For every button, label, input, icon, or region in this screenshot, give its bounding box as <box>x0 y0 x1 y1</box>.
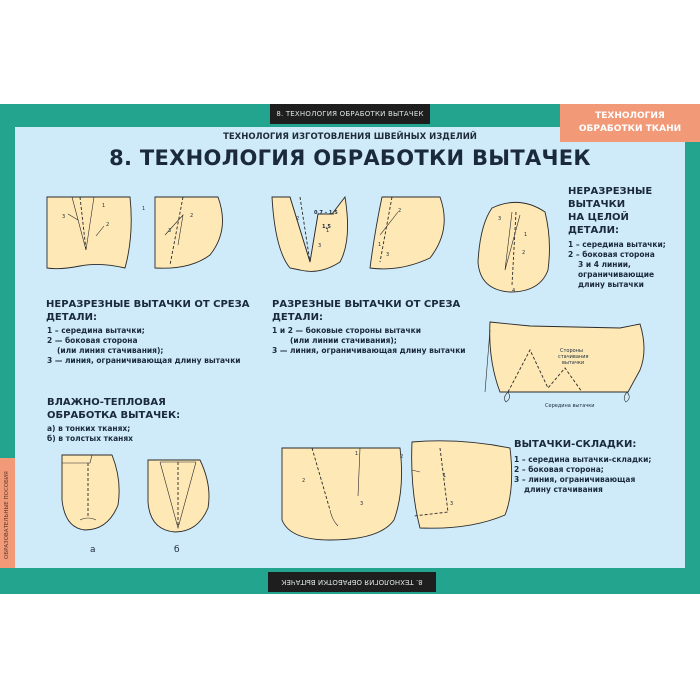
svg-text:3: 3 <box>450 501 453 507</box>
svg-text:3: 3 <box>386 252 389 258</box>
svg-text:2: 2 <box>302 478 305 484</box>
svg-text:2: 2 <box>106 222 109 228</box>
svg-text:1: 1 <box>326 228 329 234</box>
svg-text:4: 4 <box>512 288 515 294</box>
svg-text:1: 1 <box>142 206 145 212</box>
figure-cut-dart-2: 2 1 3 <box>369 196 445 270</box>
folds-list: 1 – середина вытачки-складки; 2 – бокова… <box>514 455 652 494</box>
uncut-edge-heading: НЕРАЗРЕЗНЫЕ ВЫТАЧКИ ОТ СРЕЗА ДЕТАЛИ: <box>46 299 250 323</box>
svg-text:2: 2 <box>398 208 401 214</box>
svg-text:3: 3 <box>168 228 171 234</box>
svg-text:стачивания: стачивания <box>558 354 588 360</box>
sides-label: Стороны <box>560 348 583 354</box>
figure-cut-dart-1: 2 1 3 <box>271 195 349 272</box>
top-title-bar: 8. ТЕХНОЛОГИЯ ОБРАБОТКИ ВЫТАЧЕК <box>270 104 430 124</box>
measure-label-a: 0,7 – 1,5 <box>314 210 338 216</box>
svg-text:2: 2 <box>296 216 299 222</box>
svg-text:3: 3 <box>62 214 65 220</box>
cut-edge-list: 1 и 2 — боковые стороны вытачки (или лин… <box>272 326 466 355</box>
wet-heat-heading: ВЛАЖНО-ТЕПЛОВАЯ ОБРАБОТКА ВЫТАЧЕК: <box>47 397 181 421</box>
uncut-whole-list: 1 – середина вытачки; 2 – боковая сторон… <box>568 240 666 289</box>
uncut-whole-heading: НЕРАЗРЕЗНЫЕ ВЫТАЧКИ НА ЦЕЛОЙ ДЕТАЛИ: <box>568 186 653 236</box>
svg-text:1: 1 <box>524 232 527 238</box>
figure-uncut-dart-whole: 3 1 2 4 <box>477 202 550 294</box>
svg-text:Середина вытачки: Середина вытачки <box>545 403 595 409</box>
svg-text:1: 1 <box>355 451 358 457</box>
svg-text:1: 1 <box>443 473 446 479</box>
figure-uncut-dart-2: 1 2 3 <box>142 196 223 269</box>
wet-heat-list: а) в тонких тканях; б) в толстых тканях <box>47 424 133 443</box>
svg-text:3: 3 <box>318 243 321 249</box>
svg-text:вытачки: вытачки <box>562 360 584 366</box>
svg-text:3: 3 <box>498 216 501 222</box>
svg-text:3: 3 <box>360 501 363 507</box>
cut-edge-heading: РАЗРЕЗНЫЕ ВЫТАЧКИ ОТ СРЕЗА ДЕТАЛИ: <box>272 299 461 323</box>
svg-text:1: 1 <box>102 203 105 209</box>
folds-heading: ВЫТАЧКИ-СКЛАДКИ: <box>514 439 637 450</box>
series-label: ТЕХНОЛОГИЯ ОБРАБОТКИ ТКАНИ <box>560 104 700 142</box>
svg-text:2: 2 <box>400 454 403 460</box>
figure-wet-heat-b <box>147 459 210 533</box>
figure-uncut-dart-1: 3 1 2 <box>46 196 132 270</box>
figure-wet-heat-a <box>61 454 120 531</box>
series-label-line1: ТЕХНОЛОГИЯ <box>595 111 665 121</box>
caption-a: а <box>90 545 96 555</box>
figure-fold-dart-1: 2 1 3 <box>281 447 403 541</box>
series-label-line2: ОБРАБОТКИ ТКАНИ <box>578 124 682 134</box>
figure-long-piece: Стороны стачивания вытачки Середина выта… <box>484 321 645 409</box>
figure-fold-dart-2: 2 1 3 <box>400 440 513 529</box>
svg-text:1: 1 <box>378 242 381 248</box>
measure-label-b: 1,5 <box>322 224 331 230</box>
svg-text:2: 2 <box>190 213 193 219</box>
svg-text:2: 2 <box>522 250 525 256</box>
caption-b: б <box>174 545 180 555</box>
page-title: 8. ТЕХНОЛОГИЯ ОБРАБОТКИ ВЫТАЧЕК <box>109 146 591 170</box>
side-edge-strip: ОБРАЗОВАТЕЛЬНЫЕ ПОСОБИЯ <box>0 458 15 568</box>
uncut-edge-list: 1 – середина вытачки; 2 — боковая сторон… <box>47 326 241 365</box>
subtitle: ТЕХНОЛОГИЯ ИЗГОТОВЛЕНИЯ ШВЕЙНЫХ ИЗДЕЛИЙ <box>223 132 477 142</box>
